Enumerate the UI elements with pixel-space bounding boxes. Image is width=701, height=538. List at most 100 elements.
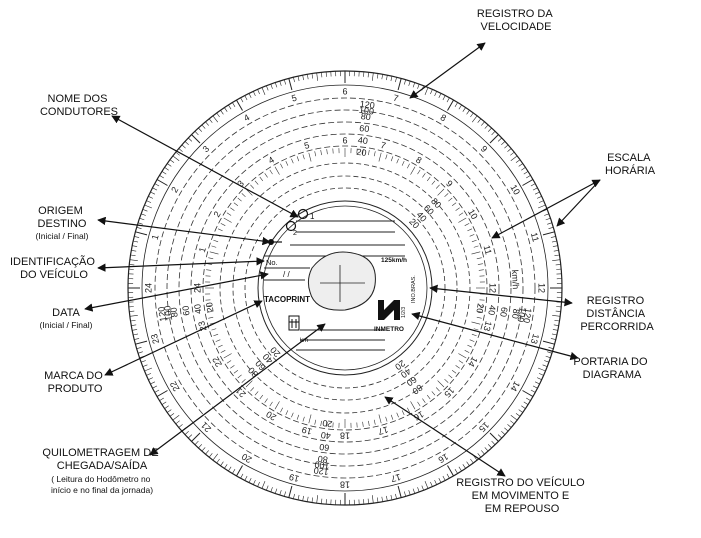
label-escala-horaria: ESCALA HORÁRIA <box>605 152 656 177</box>
hour-tick <box>386 495 388 501</box>
hour-label-outer: 5 <box>290 93 297 104</box>
hour-tick <box>434 479 437 485</box>
speed-label-outer: 40 <box>320 430 331 441</box>
hour-tick <box>144 204 153 209</box>
hour-tick <box>447 465 454 477</box>
hour-tick <box>554 320 560 322</box>
hour-label-outer: 3 <box>201 144 212 155</box>
hour-tick <box>198 444 203 449</box>
inner-tick <box>368 150 370 156</box>
hour-tick <box>205 121 209 126</box>
hour-tick <box>316 72 318 81</box>
inner-tick <box>264 173 268 178</box>
inner-tick <box>220 223 226 226</box>
inner-tick <box>426 394 431 400</box>
hour-tick <box>135 340 148 345</box>
hour-tick <box>216 112 220 118</box>
hour-tick <box>534 191 540 195</box>
inner-tick <box>320 150 322 156</box>
label-portaria: PORTARIA DO DIAGRAMA <box>573 356 650 381</box>
hour-tick <box>169 413 175 417</box>
hour-tick <box>522 179 534 186</box>
inner-tick <box>469 234 475 237</box>
hour-label-outer: 1 <box>150 233 161 240</box>
inner-tick <box>471 239 477 243</box>
hour-tick <box>404 491 406 497</box>
hour-tick <box>297 494 300 500</box>
hour-label-outer: 17 <box>390 472 402 484</box>
hour-tick <box>133 240 139 243</box>
portaria-code: INO.BRAS. <box>411 275 417 303</box>
hour-tick <box>484 447 489 452</box>
hour-tick <box>530 389 536 393</box>
speed-label-outer: 80 <box>317 454 328 465</box>
hour-label-outer: 23 <box>149 333 161 345</box>
hour-tick <box>228 466 232 472</box>
hour-tick <box>536 377 542 380</box>
hour-tick <box>257 89 260 95</box>
hour-tick <box>240 473 244 479</box>
inner-tick <box>451 369 457 374</box>
inner-tick <box>478 269 484 271</box>
hour-tick <box>487 444 492 449</box>
hour-label-outer: 6 <box>342 86 347 96</box>
hour-tick <box>208 453 213 458</box>
hour-tick <box>497 434 503 439</box>
hour-tick <box>129 310 135 312</box>
arrow-portaria <box>411 311 579 361</box>
hour-tick <box>521 405 526 409</box>
hour-tick <box>156 179 168 186</box>
hour-tick <box>538 373 544 376</box>
hour-tick <box>161 171 167 175</box>
hour-tick <box>129 264 135 266</box>
inner-tick <box>444 193 449 198</box>
speed-unit-label: km/h <box>510 269 521 289</box>
speed-label-inner: 60 <box>422 203 436 217</box>
hour-tick <box>397 78 402 91</box>
inner-tick <box>308 152 312 162</box>
speed-label-outer: 60 <box>319 442 330 453</box>
hour-label-inner: 6 <box>342 135 347 145</box>
inner-tick <box>444 378 449 383</box>
inner-tick <box>220 350 226 353</box>
hour-tick <box>522 390 534 397</box>
inner-tick <box>458 353 467 359</box>
inner-tick <box>296 156 300 162</box>
hour-tick <box>424 480 429 489</box>
hour-tick <box>253 479 256 485</box>
hour-tick <box>554 254 560 256</box>
label-registro-distancia: REGISTRO DISTÂNCIA PERCORRIDA <box>580 295 654 333</box>
inner-tick <box>469 339 475 342</box>
hour-tick <box>212 453 219 461</box>
inner-tick <box>264 398 268 403</box>
hour-tick <box>507 424 512 428</box>
hour-tick <box>538 200 544 203</box>
speed-label-outer: 20 <box>204 302 215 313</box>
hour-tick <box>537 367 546 372</box>
hour-tick <box>381 74 383 80</box>
hour-tick <box>504 427 509 432</box>
hour-tick <box>201 124 206 129</box>
hour-label-inner: 5 <box>303 140 310 151</box>
arrow-origem-destino <box>97 216 271 246</box>
inner-tick <box>407 163 410 169</box>
hour-tick <box>133 333 139 336</box>
hour-tick <box>212 115 219 123</box>
label-data-sub: (Inicial / Final) <box>40 320 93 330</box>
hour-tick <box>386 75 388 81</box>
hour-label-inner: 4 <box>267 155 276 166</box>
hour-tick <box>307 496 309 502</box>
inner-tick <box>245 380 253 388</box>
hour-label-outer: 18 <box>340 480 350 490</box>
hour-tick <box>316 495 318 504</box>
hour-tick <box>442 475 446 481</box>
arrow-data <box>84 271 269 312</box>
hour-tick <box>159 397 164 401</box>
inner-tick <box>437 188 445 196</box>
hour-tick <box>470 112 474 118</box>
hour-tick <box>248 93 252 99</box>
arrow-escala-horaria-outer <box>556 179 601 227</box>
hour-tick <box>205 450 209 455</box>
hour-tick <box>466 110 470 115</box>
hour-tick <box>148 196 154 199</box>
